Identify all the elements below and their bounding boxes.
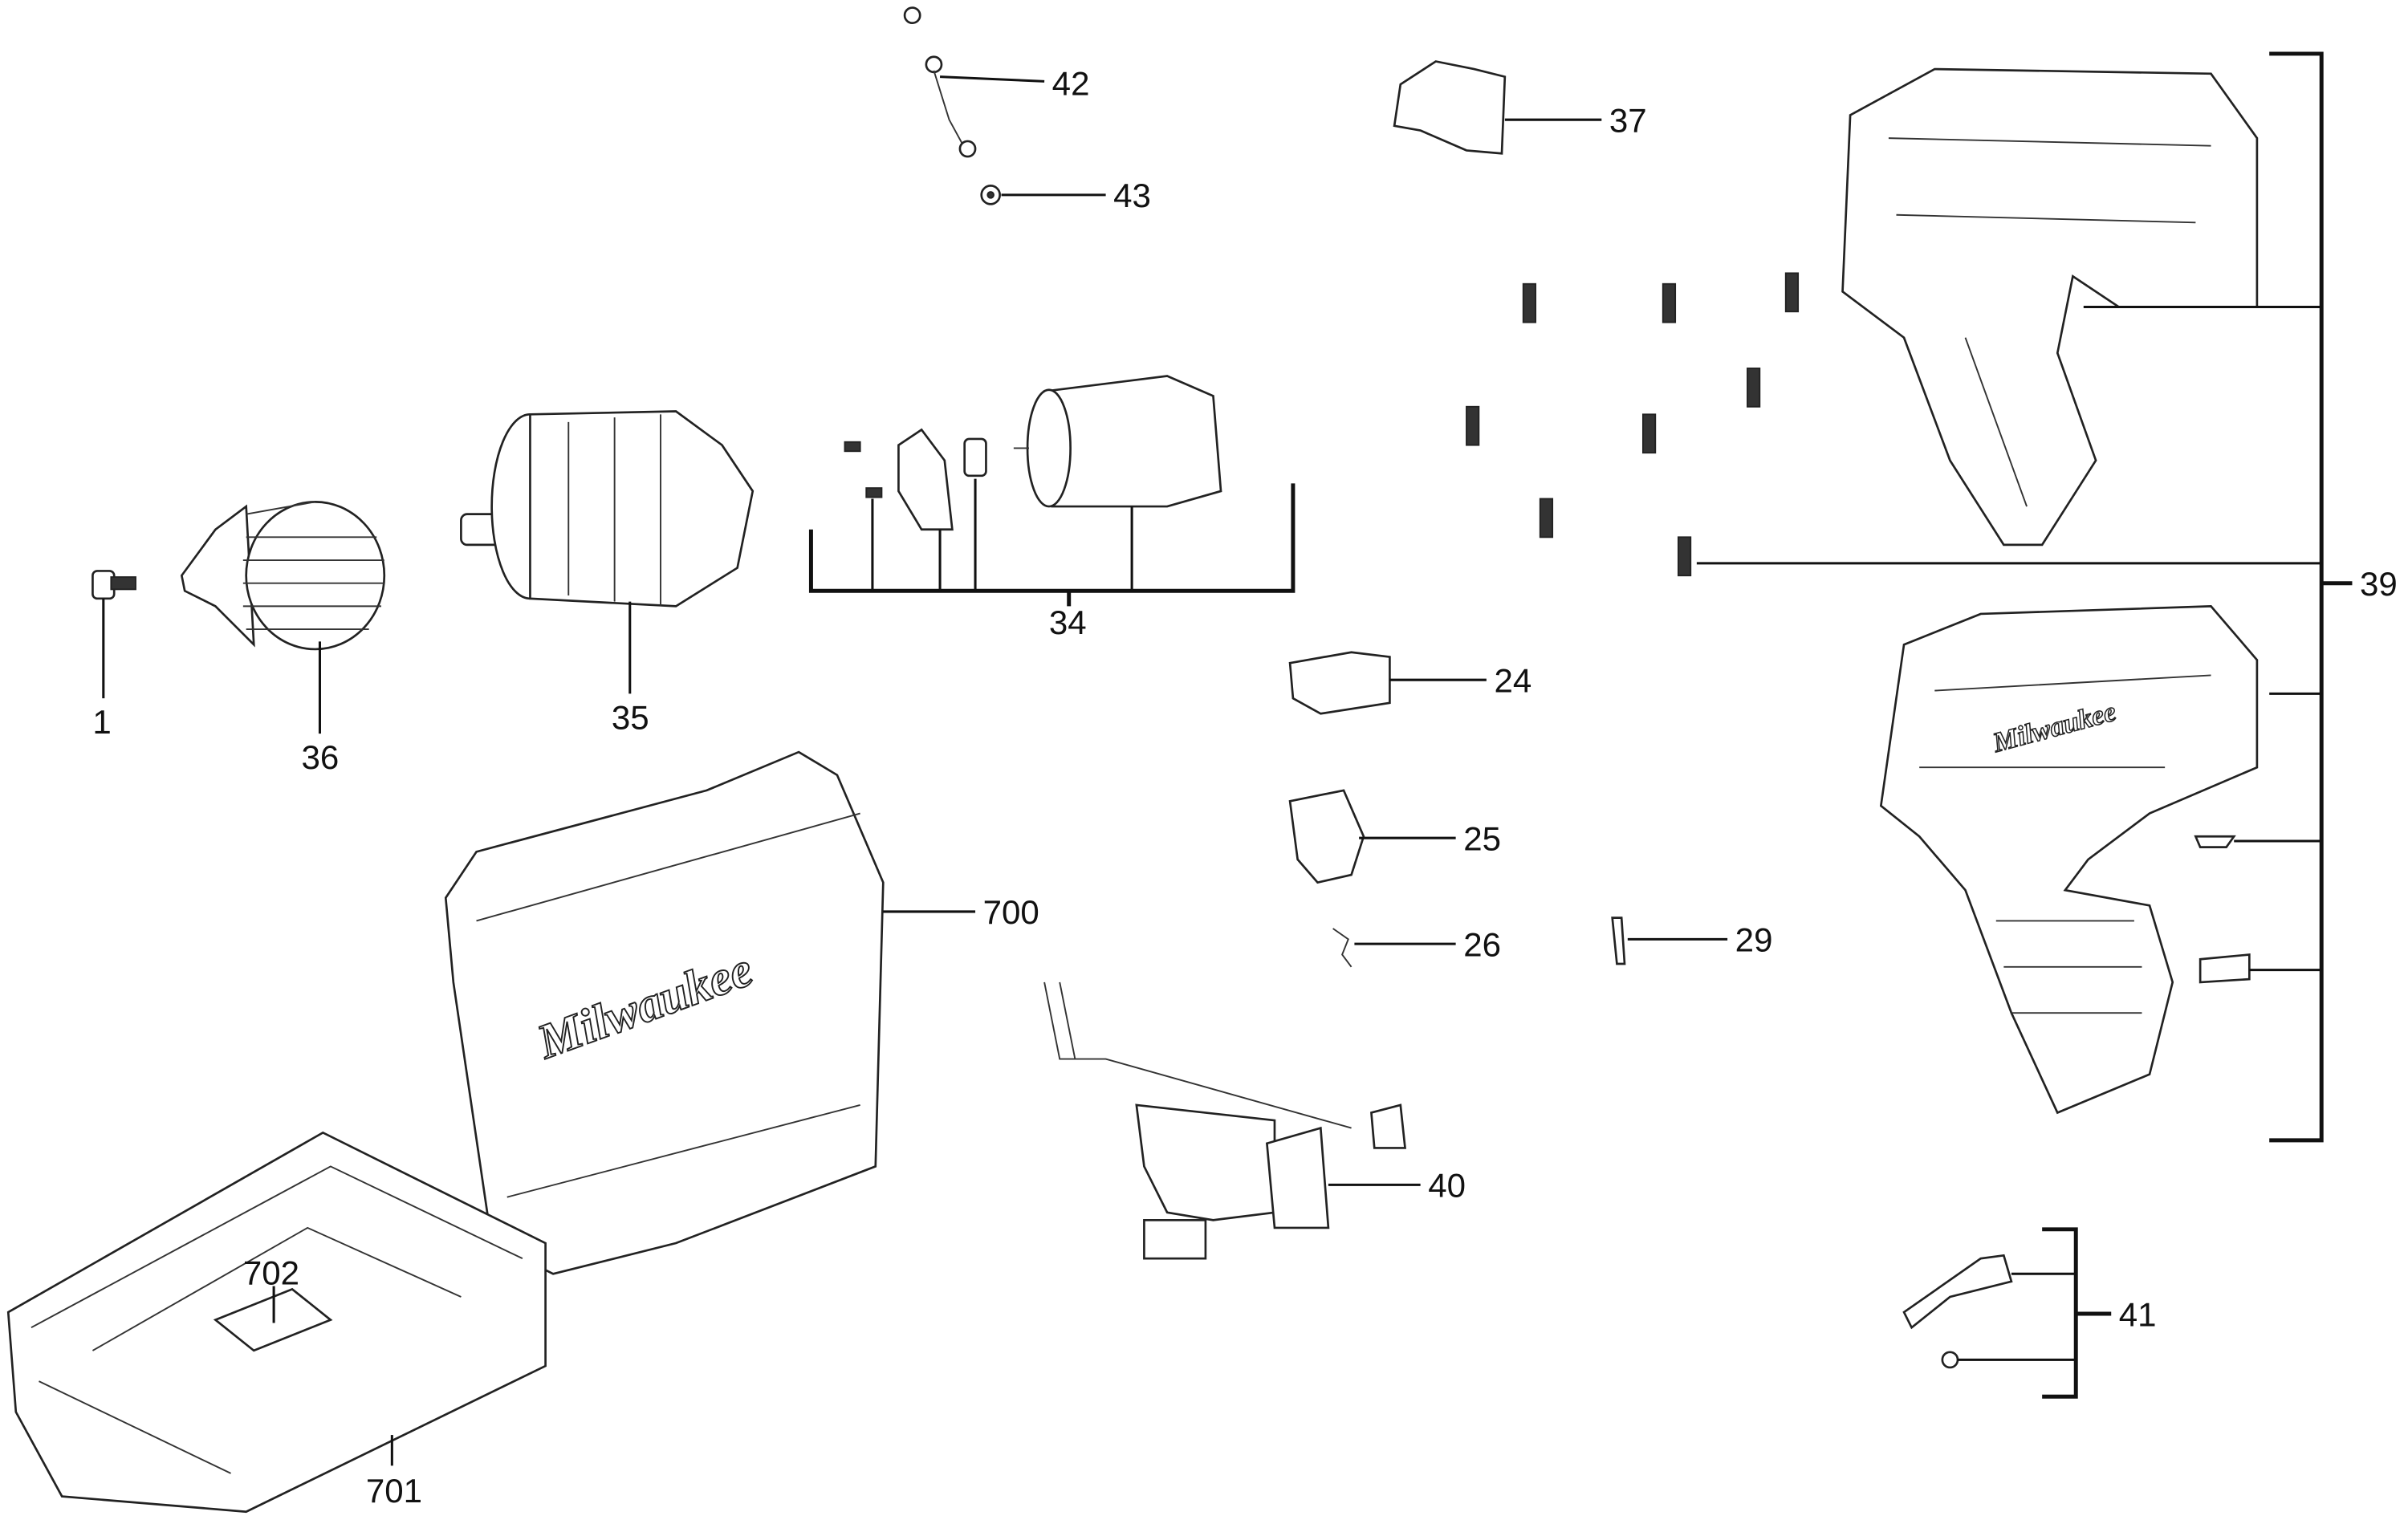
label-701: 701 [366, 1472, 422, 1510]
label-40: 40 [1428, 1167, 1466, 1205]
label-35: 35 [612, 698, 649, 736]
bracket-34 [808, 483, 1296, 593]
leaders-39 [1696, 305, 2322, 972]
part-40-trigger-switch [1043, 981, 1407, 1260]
part-1-screw [92, 570, 136, 600]
part-26-spring [1332, 928, 1352, 968]
label-1: 1 [92, 703, 111, 741]
part-35-gearbox [460, 410, 755, 608]
part-41-belt-clip [1902, 1254, 2013, 1369]
part-700-carry-case: Milwaukee [444, 750, 885, 1275]
label-700: 700 [983, 893, 1039, 931]
label-26: 26 [1463, 925, 1501, 963]
label-24: 24 [1494, 661, 1531, 699]
label-41: 41 [2119, 1295, 2157, 1333]
label-36: 36 [302, 738, 340, 776]
label-702: 702 [243, 1254, 299, 1292]
part-39-housing-right: Milwaukee [1879, 605, 2259, 1115]
label-29: 29 [1735, 921, 1773, 959]
part-39-housing-left [1841, 67, 2259, 547]
part-42-clip [903, 6, 977, 158]
label-39: 39 [2360, 565, 2398, 603]
part-43-screw [980, 185, 1001, 205]
label-37: 37 [1609, 101, 1647, 139]
part-29-pin [1611, 916, 1626, 965]
bracket-39 [2269, 51, 2324, 1143]
part-36-chuck [180, 501, 386, 651]
label-42: 42 [1052, 65, 1090, 103]
part-701-case [6, 1131, 547, 1514]
leaders-41 [1957, 1272, 2076, 1361]
label-43: 43 [1113, 177, 1151, 214]
part-34-motor-assembly [844, 375, 1222, 531]
part-39-screws [1466, 272, 1800, 577]
leaders-34 [871, 478, 1133, 591]
label-25: 25 [1463, 819, 1501, 857]
part-24-switch [1288, 651, 1391, 715]
bracket-41 [2042, 1227, 2078, 1399]
leader-42 [940, 75, 1045, 83]
label-34: 34 [1049, 604, 1087, 641]
part-37-plate [1393, 60, 1507, 155]
part-25-shift-knob [1288, 789, 1365, 884]
